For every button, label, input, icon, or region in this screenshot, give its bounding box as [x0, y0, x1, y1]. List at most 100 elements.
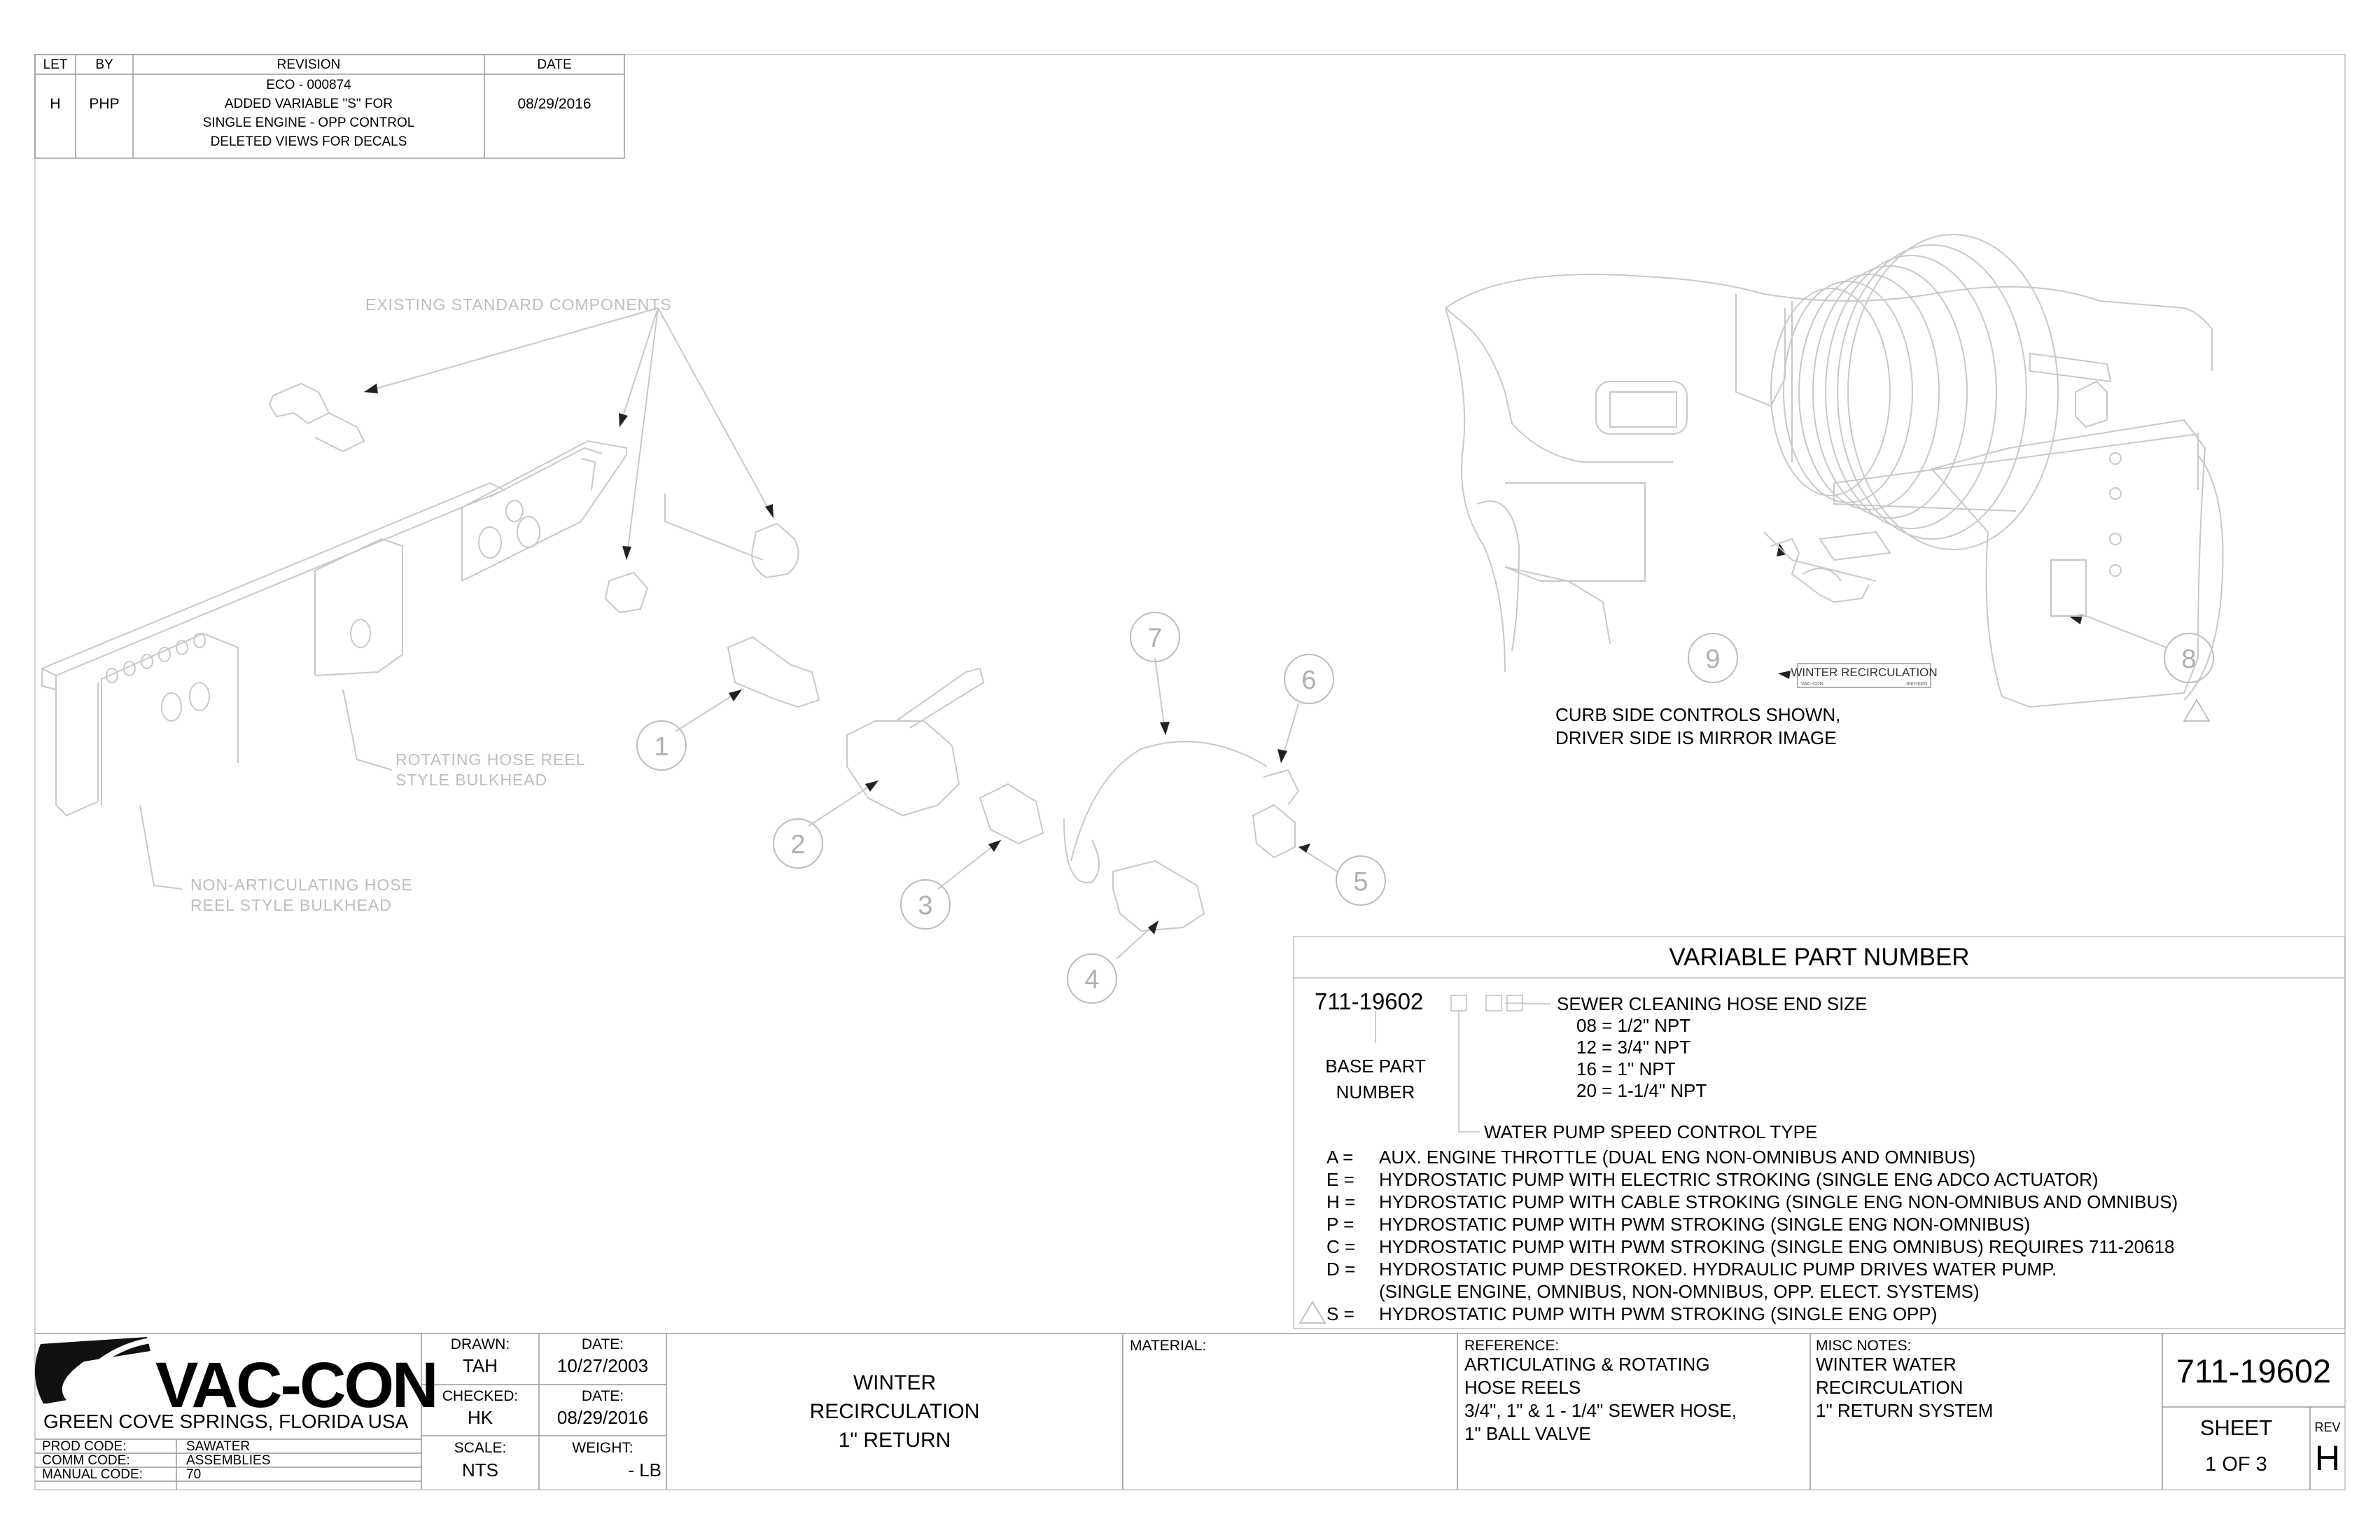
misc-line: RECIRCULATION — [1816, 1377, 1963, 1398]
revision-block-lines — [34, 54, 625, 159]
exploded-parts-drawing — [41, 307, 1338, 960]
hose-option: 20 = 1-1/4" NPT — [1576, 1080, 1707, 1101]
balloon-1: 1 — [654, 732, 668, 762]
reference-notes: ARTICULATING & ROTATING HOSE REELS 3/4",… — [1464, 1353, 1737, 1446]
weight-value: - LB — [628, 1460, 662, 1480]
pump-desc: HYDROSTATIC PUMP WITH PWM STROKING (SING… — [1379, 1214, 2031, 1235]
decal-small-left: VAC-CON — [1801, 682, 1823, 687]
misc-line: 1" RETURN SYSTEM — [1816, 1400, 1994, 1421]
drawing-title-line: WINTER — [853, 1371, 937, 1394]
leader-arrowheads — [364, 384, 2082, 934]
pump-option-list: A = AUX. ENGINE THROTTLE (DUAL ENG NON-OM… — [1326, 1146, 2178, 1325]
prod-code-value: SAWATER — [186, 1439, 251, 1454]
pump-option: C =HYDROSTATIC PUMP WITH PWM STROKING (S… — [1326, 1236, 2178, 1258]
rev-label: REV — [2314, 1420, 2341, 1434]
scale-value: NTS — [462, 1460, 498, 1480]
balloon-numbers: 1 2 3 4 5 6 7 8 9 — [654, 624, 2196, 995]
pump-desc: HYDROSTATIC PUMP WITH ELECTRIC STROKING … — [1379, 1169, 2099, 1190]
balloon-6: 6 — [1301, 666, 1316, 695]
pump-option: P = HYDROSTATIC PUMP WITH PWM STROKING (S… — [1326, 1213, 2178, 1236]
pump-desc: HYDROSTATIC PUMP WITH CABLE STROKING (SI… — [1379, 1191, 2178, 1212]
rev-line: ECO - 000874 — [266, 78, 351, 92]
pump-control-title: WATER PUMP SPEED CONTROL TYPE — [1484, 1121, 1818, 1142]
scale-label: SCALE: — [454, 1440, 507, 1456]
callout-rotating-reel-2: STYLE BULKHEAD — [396, 771, 547, 789]
pump-option: S = HYDROSTATIC PUMP WITH PWM STROKING (S… — [1326, 1303, 2178, 1325]
drawn-by: TAH — [462, 1355, 498, 1376]
misc-notes: WINTER WATER RECIRCULATION 1" RETURN SYS… — [1816, 1353, 1993, 1422]
pump-desc: AUX. ENGINE THROTTLE (DUAL ENG NON-OMNIB… — [1379, 1147, 1976, 1168]
checked-by: HK — [467, 1407, 493, 1428]
pump-desc: HYDROSTATIC PUMP DESTROKED. HYDRAULIC PU… — [1379, 1259, 2057, 1280]
base-part-label: BASE PART NUMBER — [1309, 1054, 1442, 1105]
checked-date-label: DATE: — [581, 1388, 624, 1404]
pump-code: A = — [1326, 1147, 1354, 1168]
hose-size-title: SEWER CLEANING HOSE END SIZE — [1557, 993, 1868, 1014]
pump-desc: (SINGLE ENGINE, OMNIBUS, NON-OMNIBUS, OP… — [1379, 1281, 1980, 1302]
pump-option: (SINGLE ENGINE, OMNIBUS, NON-OMNIBUS, OP… — [1326, 1280, 2178, 1303]
rev-by: PHP — [89, 96, 120, 112]
sheet-number: 1 OF 3 — [2205, 1453, 2267, 1476]
manual-code-value: 70 — [186, 1467, 202, 1482]
reference-line: ARTICULATING & ROTATING — [1464, 1354, 1710, 1375]
pump-code — [1326, 1280, 1379, 1303]
rev-letter: H — [2314, 1438, 2341, 1478]
base-part-number: 711-19602 — [1315, 988, 1424, 1014]
comm-code-value: ASSEMBLIES — [186, 1453, 271, 1468]
rev-header-let: LET — [43, 57, 68, 72]
pump-option: D = HYDROSTATIC PUMP DESTROKED. HYDRAULIC… — [1326, 1258, 2178, 1280]
pump-code: P = — [1326, 1214, 1354, 1235]
hose-option: 08 = 1/2" NPT — [1576, 1015, 1691, 1036]
checked-label: CHECKED: — [442, 1388, 519, 1404]
manual-code-label: MANUAL CODE: — [42, 1467, 143, 1482]
rev-let: H — [50, 96, 61, 112]
callout-existing-components: EXISTING STANDARD COMPONENTS — [365, 295, 672, 314]
callout-non-articulating-2: REEL STYLE BULKHEAD — [190, 896, 392, 914]
pump-code: E = — [1326, 1169, 1354, 1190]
company-name: VAC-CON — [155, 1350, 438, 1421]
rev-header-revision: REVISION — [276, 57, 341, 72]
balloon-8: 8 — [2181, 645, 2196, 674]
balloon-5: 5 — [1353, 867, 1368, 897]
base-part-label-line: BASE PART — [1325, 1056, 1426, 1077]
rev-header-date: DATE — [537, 57, 572, 72]
pump-code: C = — [1326, 1236, 1356, 1257]
drawn-date: 10/27/2003 — [556, 1355, 649, 1376]
rev-line: DELETED VIEWS FOR DECALS — [210, 134, 407, 149]
title-block-lines — [35, 1333, 2345, 1490]
balloon-4: 4 — [1084, 965, 1099, 995]
view-note: CURB SIDE CONTROLS SHOWN, DRIVER SIDE IS… — [1555, 704, 1840, 750]
pump-code: S = — [1326, 1303, 1354, 1324]
rev-date: 08/29/2016 — [517, 96, 592, 112]
misc-notes-label: MISC NOTES: — [1816, 1338, 1912, 1354]
sheet-label: SHEET — [2199, 1415, 2273, 1440]
checked-date: 08/29/2016 — [556, 1407, 649, 1428]
hose-option: 16 = 1" NPT — [1576, 1058, 1676, 1079]
reference-label: REFERENCE: — [1464, 1338, 1560, 1354]
balloon-9: 9 — [1705, 645, 1720, 674]
balloon-7: 7 — [1147, 624, 1162, 653]
misc-line: WINTER WATER — [1816, 1354, 1956, 1375]
material-label: MATERIAL: — [1130, 1338, 1207, 1354]
rev-line: SINGLE ENGINE - OPP CONTROL — [202, 115, 415, 130]
pump-code: D = — [1326, 1259, 1356, 1280]
pump-option: H =HYDROSTATIC PUMP WITH CABLE STROKING … — [1326, 1191, 2178, 1213]
rev-line: ADDED VARIABLE "S" FOR — [224, 97, 393, 111]
weight-label: WEIGHT: — [572, 1440, 634, 1456]
drawing-part-number: 711-19602 — [2176, 1352, 2332, 1390]
drawn-date-label: DATE: — [581, 1336, 624, 1352]
drawing-title-line: RECIRCULATION — [809, 1400, 980, 1423]
prod-code-label: PROD CODE: — [42, 1439, 127, 1454]
decal-small-right: 000-0000 — [1906, 682, 1927, 687]
view-note-line: CURB SIDE CONTROLS SHOWN, — [1555, 704, 1841, 725]
variable-part-title: VARIABLE PART NUMBER — [1669, 944, 1970, 971]
callout-non-articulating: NON-ARTICULATING HOSE — [190, 876, 413, 894]
decal-label: WINTER RECIRCULATION — [1791, 666, 1937, 679]
drawing-title: WINTER RECIRCULATION 1" RETURN — [666, 1368, 1123, 1455]
view-note-line: DRIVER SIDE IS MIRROR IMAGE — [1555, 727, 1837, 748]
callout-rotating-reel: ROTATING HOSE REEL — [396, 750, 585, 769]
pump-desc: HYDROSTATIC PUMP WITH PWM STROKING (SING… — [1379, 1303, 1938, 1324]
hose-size-options: 08 = 1/2" NPT 12 = 3/4" NPT 16 = 1" NPT … — [1576, 1015, 1707, 1102]
revision-delta-icon — [1298, 699, 2211, 1324]
